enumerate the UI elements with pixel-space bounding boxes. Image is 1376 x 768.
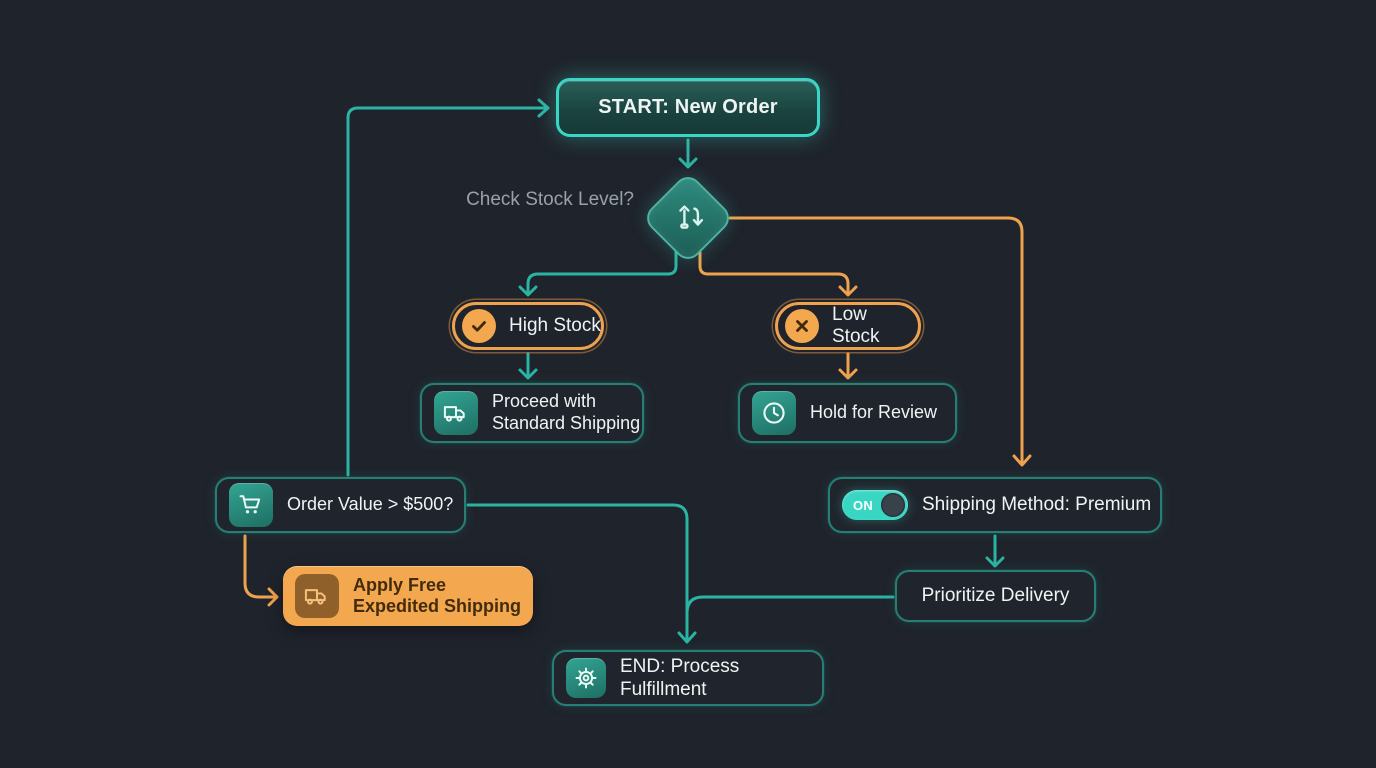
- decision-question-label: Check Stock Level?: [466, 189, 634, 210]
- node-shipping-method-label: Shipping Method: Premium: [922, 494, 1152, 516]
- node-order-value-label: Order Value > $500?: [287, 494, 454, 515]
- node-end-label: END: Process Fulfillment: [620, 655, 740, 700]
- node-shipping-method[interactable]: ON Shipping Method: Premium: [828, 477, 1162, 533]
- edge-start-to-decision: [678, 138, 698, 169]
- node-start[interactable]: START: New Order: [556, 78, 820, 137]
- node-prioritize-label: Prioritize Delivery: [921, 585, 1070, 607]
- edge-shipping-to-prioritize: [985, 534, 1005, 568]
- node-high-stock-label: High Stock: [509, 315, 601, 336]
- node-hold-label: Hold for Review: [810, 402, 938, 423]
- gear-icon: [566, 658, 606, 698]
- edge-low-stock-to-hold: [838, 352, 858, 380]
- node-hold-for-review[interactable]: Hold for Review: [738, 383, 957, 443]
- check-icon: [462, 309, 496, 343]
- edge-high-stock-to-proceed: [518, 352, 538, 380]
- node-apply-shipping-label: Apply Free Expedited Shipping: [353, 575, 522, 616]
- node-decision-check-stock[interactable]: [641, 171, 735, 265]
- edge-decision-to-high-stock: [518, 246, 678, 297]
- truck-icon: [295, 574, 339, 618]
- x-icon: [785, 309, 819, 343]
- toggle-knob[interactable]: [881, 493, 905, 517]
- node-proceed-standard-shipping[interactable]: Proceed with Standard Shipping: [420, 383, 644, 443]
- swap-vertical-icon: [662, 192, 714, 244]
- edge-order-value-to-start: [346, 98, 550, 477]
- clock-icon: [752, 391, 796, 435]
- node-end-process-fulfillment[interactable]: END: Process Fulfillment: [552, 650, 824, 706]
- edge-order-value-to-apply: [243, 534, 279, 607]
- node-low-stock[interactable]: Low Stock: [775, 302, 921, 350]
- edge-order-value-to-end: [466, 503, 697, 644]
- node-high-stock[interactable]: High Stock: [452, 302, 604, 350]
- cart-icon: [229, 483, 273, 527]
- edge-decision-to-shipping: [728, 216, 1032, 467]
- toggle-on-label: ON: [853, 497, 874, 513]
- node-low-stock-label: Low Stock: [832, 304, 880, 347]
- node-apply-free-expedited-shipping[interactable]: Apply Free Expedited Shipping: [283, 566, 533, 626]
- node-prioritize-delivery[interactable]: Prioritize Delivery: [895, 570, 1096, 622]
- edge-decision-to-low-stock: [698, 246, 858, 297]
- node-proceed-label: Proceed with Standard Shipping: [492, 391, 641, 433]
- edge-prioritize-to-end: [685, 595, 895, 615]
- node-order-value-decision[interactable]: Order Value > $500?: [215, 477, 466, 533]
- node-start-label: START: New Order: [598, 96, 778, 118]
- truck-icon: [434, 391, 478, 435]
- shipping-method-toggle[interactable]: ON: [842, 490, 908, 520]
